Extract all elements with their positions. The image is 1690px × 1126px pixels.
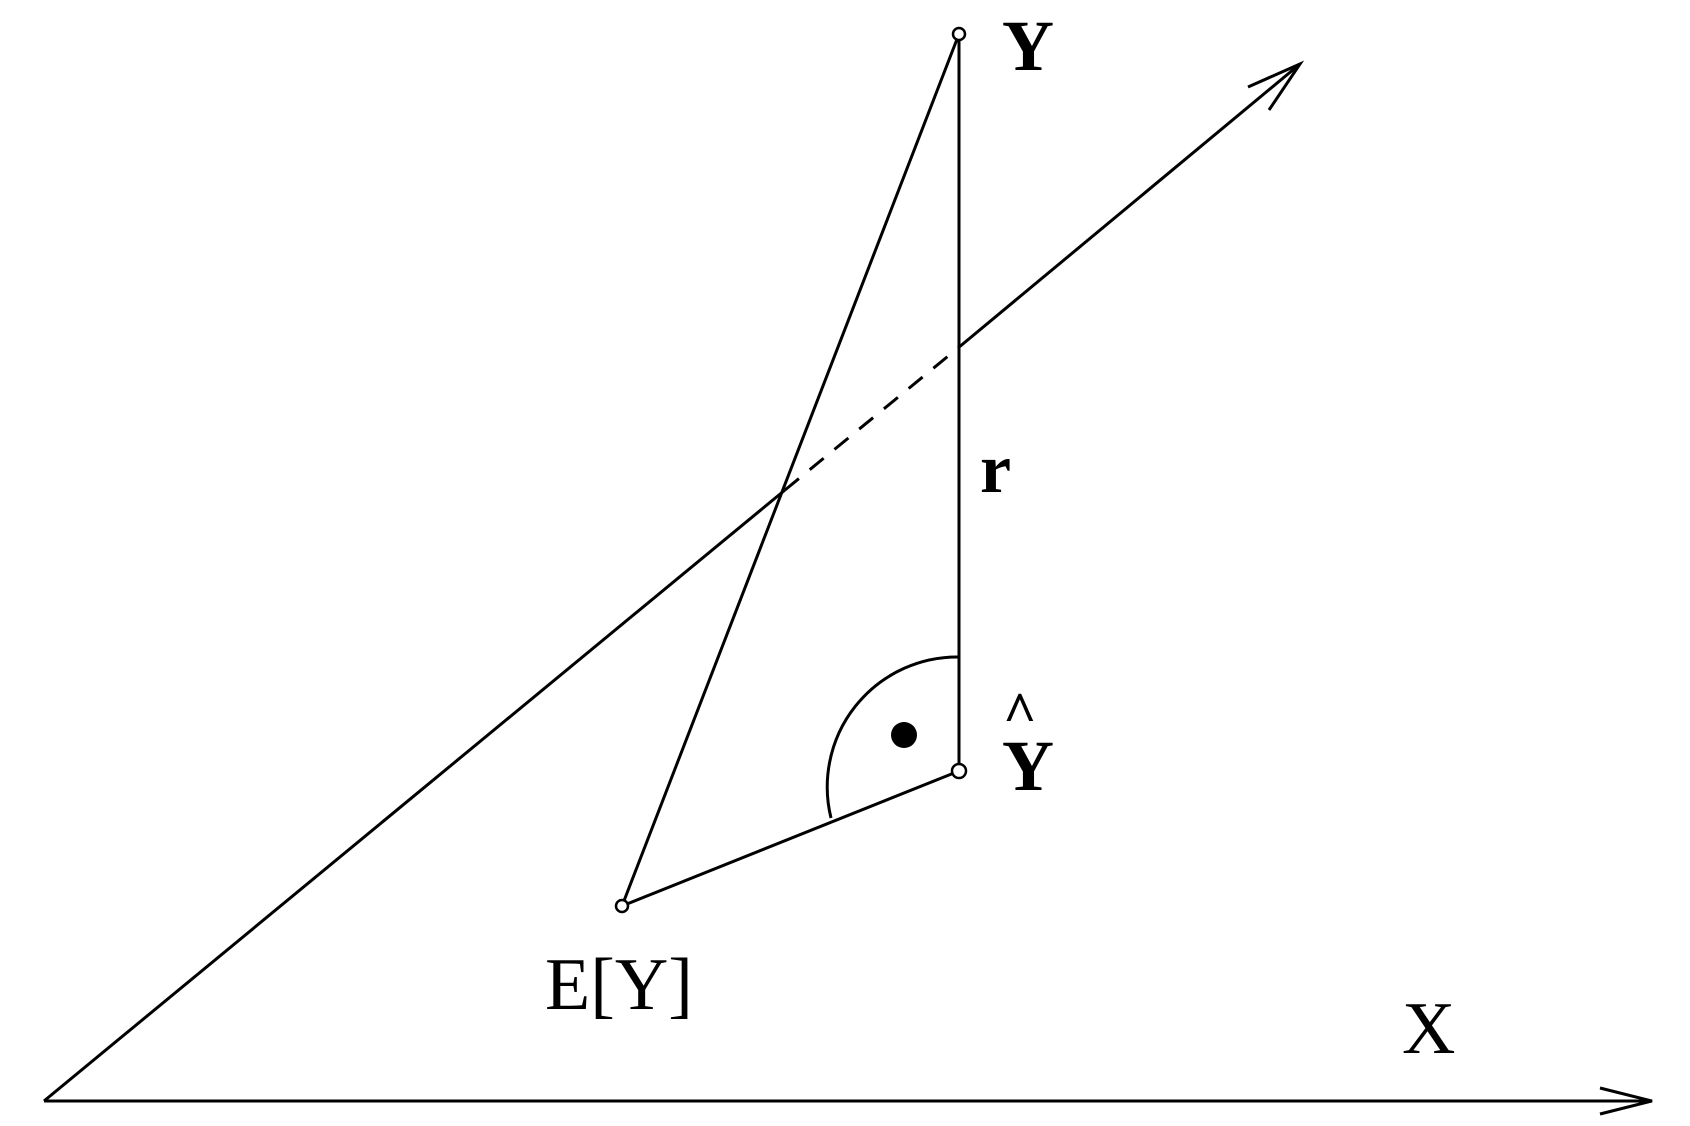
label-x-axis: X <box>1402 988 1455 1070</box>
label-expectation-y: E[Y] <box>545 944 693 1026</box>
fit-line-upper <box>957 62 1301 350</box>
fit-line-dashed <box>784 346 959 492</box>
right-angle-arc <box>825 655 960 819</box>
label-y: Y <box>1002 6 1054 86</box>
label-r: r <box>980 431 1011 508</box>
right-angle-dot <box>891 722 917 748</box>
fit-line-lower <box>43 488 786 1103</box>
point-ey <box>614 898 630 914</box>
point-y-hat <box>950 762 968 780</box>
fit-line-arrowhead <box>1247 60 1305 111</box>
x-axis-arrowhead <box>1599 1086 1653 1116</box>
edge-ey-to-y <box>620 33 961 907</box>
label-y-hat-caret: ^ <box>1003 680 1037 745</box>
label-y-hat: Y <box>1002 726 1054 806</box>
edge-ey-to-yhat <box>621 769 960 908</box>
point-y <box>951 26 967 42</box>
